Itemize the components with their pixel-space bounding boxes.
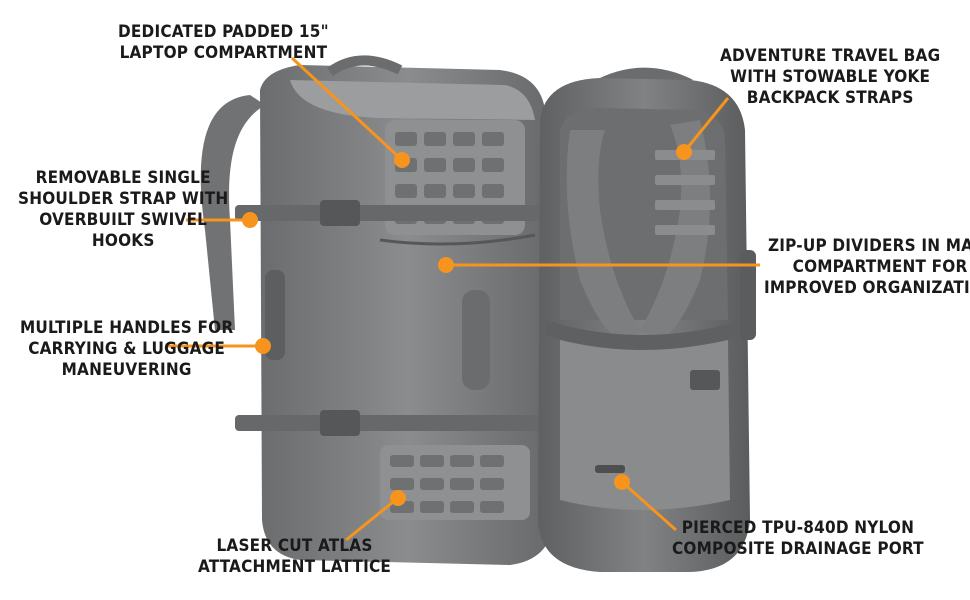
callout-line: Laptop compartment (119, 43, 328, 63)
callout-line: shoulder strap with (18, 189, 229, 209)
callout-zip-up-dividers: Zip-up dividers in main compartment for … (764, 236, 970, 299)
callout-multiple-handles: Multiple handles for carrying & luggage … (20, 318, 233, 381)
callout-line: Laser cut atlas (216, 536, 373, 556)
callout-line: backpack straps (746, 88, 914, 108)
callout-line: Dedicated padded 15" (118, 22, 329, 42)
callout-line: Pierced TPU-840D nylon (681, 518, 915, 538)
leader-drainage-line (621, 480, 677, 532)
callout-drainage-port: Pierced TPU-840D nylon composite drainag… (672, 518, 924, 560)
front-bag (200, 55, 565, 565)
back-bag (538, 67, 756, 572)
callout-line: with stowable yoke (730, 67, 931, 87)
callout-adventure-travel-bag: Adventure travel bag with stowable yoke … (720, 46, 940, 109)
callout-line: compartment for (792, 257, 968, 277)
molle-grid-bottom (390, 455, 504, 513)
callout-line: Zip-up dividers in main (768, 236, 970, 256)
callout-laptop-compartment: Dedicated padded 15" Laptop compartment (118, 22, 329, 64)
leader-handles-dot (255, 338, 271, 354)
callout-line: carrying & luggage (28, 339, 226, 359)
callout-line: Adventure travel bag (720, 46, 941, 66)
callout-line: Removable single (35, 168, 211, 188)
callout-line: maneuvering (61, 360, 192, 380)
callout-attachment-lattice: Laser cut atlas attachment lattice (198, 536, 391, 578)
leader-travel-dot (676, 144, 692, 160)
callout-line: composite drainage port (672, 539, 924, 559)
leader-laptop-line (290, 56, 404, 162)
leader-drainage-dot (614, 474, 630, 490)
callout-line: attachment lattice (198, 557, 392, 577)
leader-travel-line (682, 97, 730, 153)
callout-line: Multiple handles for (20, 318, 234, 338)
callout-line: hooks (91, 231, 155, 251)
leader-shoulder-dot (242, 212, 258, 228)
callout-line: improved organization (764, 278, 970, 298)
callout-leaders (168, 56, 760, 542)
leader-laptop-dot (394, 152, 410, 168)
callout-line: overbuilt swivel (39, 210, 208, 230)
leader-dividers-dot (438, 257, 454, 273)
callout-shoulder-strap: Removable single shoulder strap with ove… (18, 168, 228, 252)
leader-lattice-line (345, 496, 399, 542)
leader-lattice-dot (390, 490, 406, 506)
